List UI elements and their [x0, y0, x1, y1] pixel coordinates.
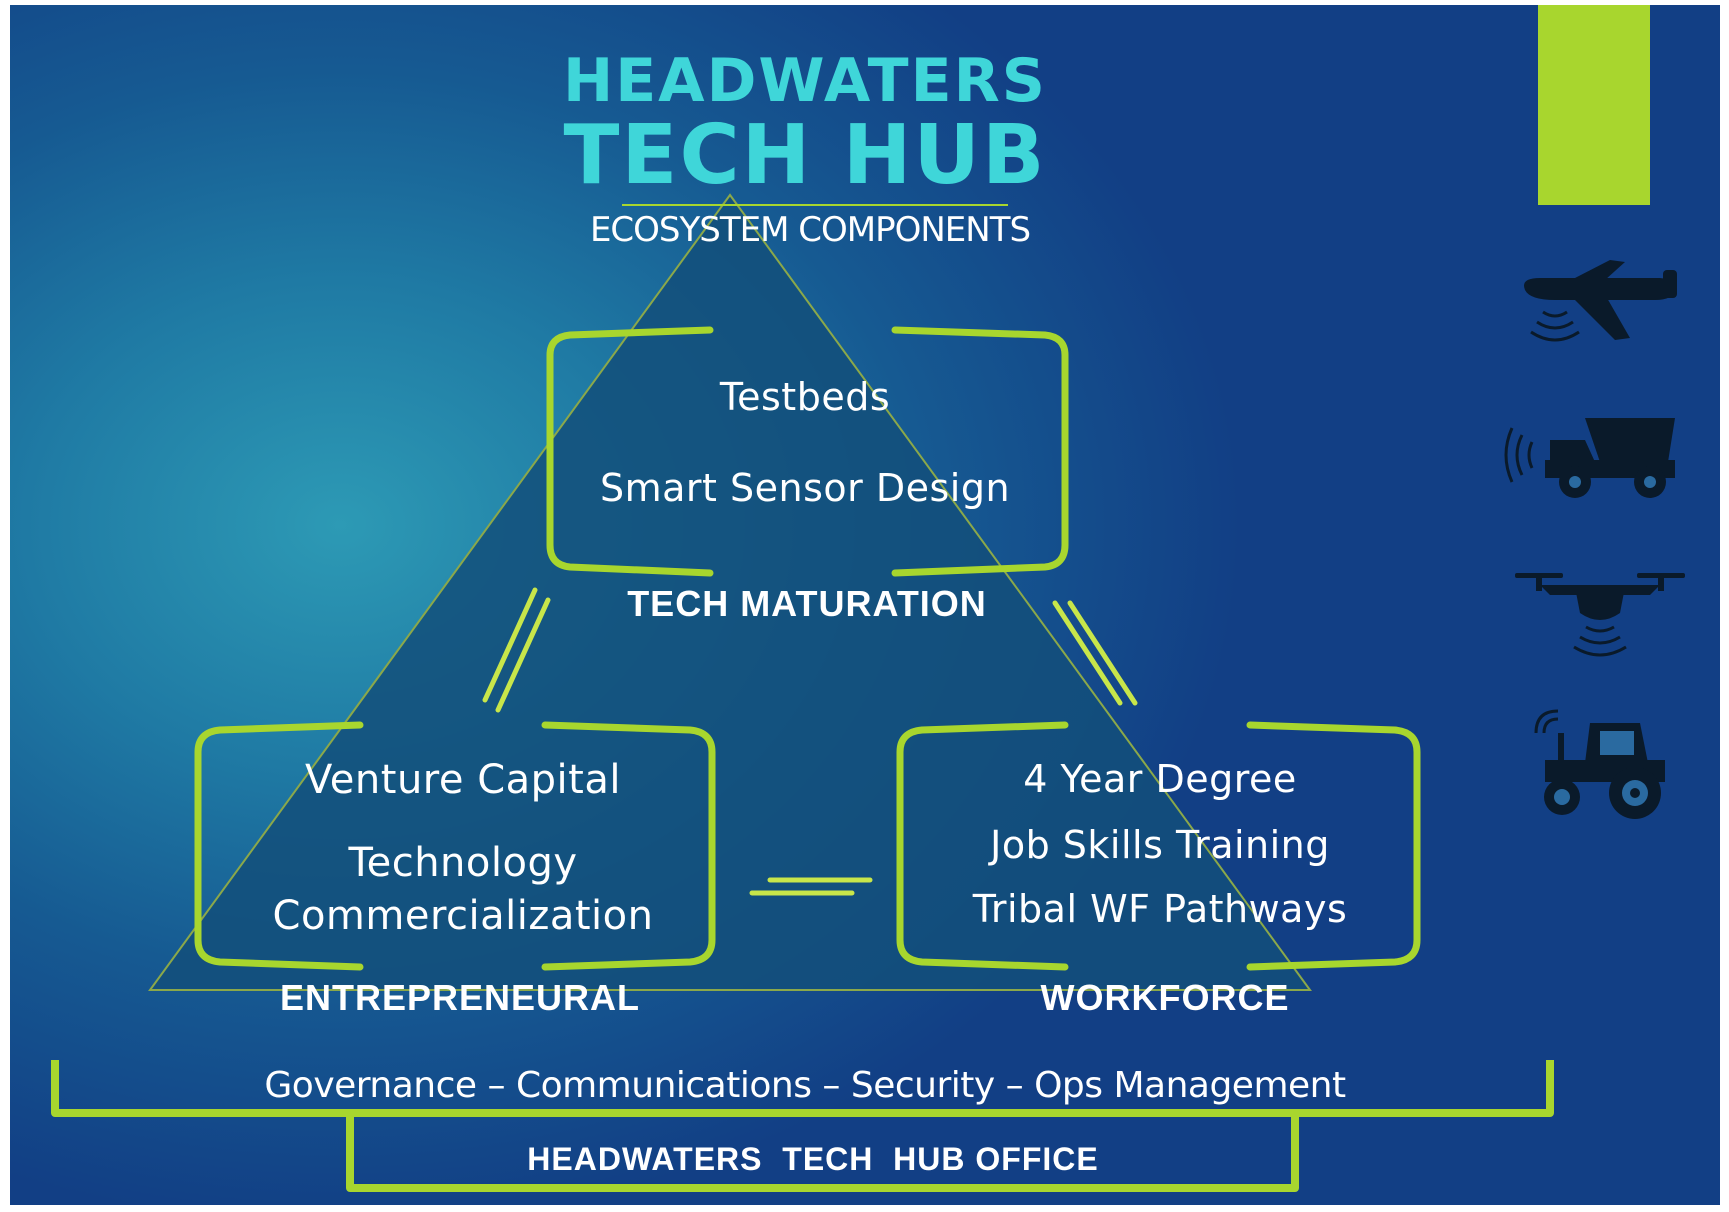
ecosystem-triangle [148, 193, 1312, 991]
tractor-sensor-icon [1534, 709, 1665, 819]
entrepreneural-item-3: Commercialization [272, 893, 654, 939]
drone-sensor-icon [1515, 573, 1685, 657]
title-line-2: TECH HUB [563, 108, 1047, 203]
workforce-item-3: Tribal WF Pathways [972, 887, 1348, 931]
foundation-text: Governance – Communications – Security –… [264, 1065, 1346, 1106]
workforce-label: WORKFORCE [1040, 977, 1290, 1018]
ecosystem-diagram [51, 5, 1650, 1192]
accent-block [1538, 5, 1650, 205]
connector-bottom [749, 877, 873, 896]
entrepreneural-bracket [194, 721, 716, 971]
entrepreneural-item-2: Technology [348, 840, 578, 886]
title-subtitle: ECOSYSTEM COMPONENTS [589, 210, 1031, 250]
entrepreneural-label: ENTREPRENEURAL [279, 977, 641, 1018]
airplane-sensor-icon [1524, 260, 1677, 342]
tech-maturation-bracket [546, 326, 1069, 577]
workforce-bracket [896, 721, 1421, 971]
office-box [346, 1113, 1299, 1192]
workforce-item-1: 4 Year Degree [1023, 757, 1297, 801]
slide: HEADWATERS TECH HUB ECOSYSTEM COMPONENTS… [10, 5, 1720, 1205]
foundation-bracket [51, 1060, 1554, 1117]
tech-maturation-item-2: Smart Sensor Design [599, 466, 1011, 510]
connector-left [482, 587, 551, 713]
entrepreneural-item-1: Venture Capital [305, 757, 621, 803]
title-line-1: HEADWATERS [562, 46, 1048, 116]
tech-maturation-item-1: Testbeds [719, 375, 891, 419]
workforce-item-2: Job Skills Training [990, 823, 1330, 867]
connector-right [1052, 600, 1138, 706]
office-label: HEADWATERS TECH HUB OFFICE [527, 1141, 1099, 1177]
dump-truck-sensor-icon [1504, 418, 1675, 498]
tech-maturation-label: TECH MATURATION [627, 583, 987, 624]
